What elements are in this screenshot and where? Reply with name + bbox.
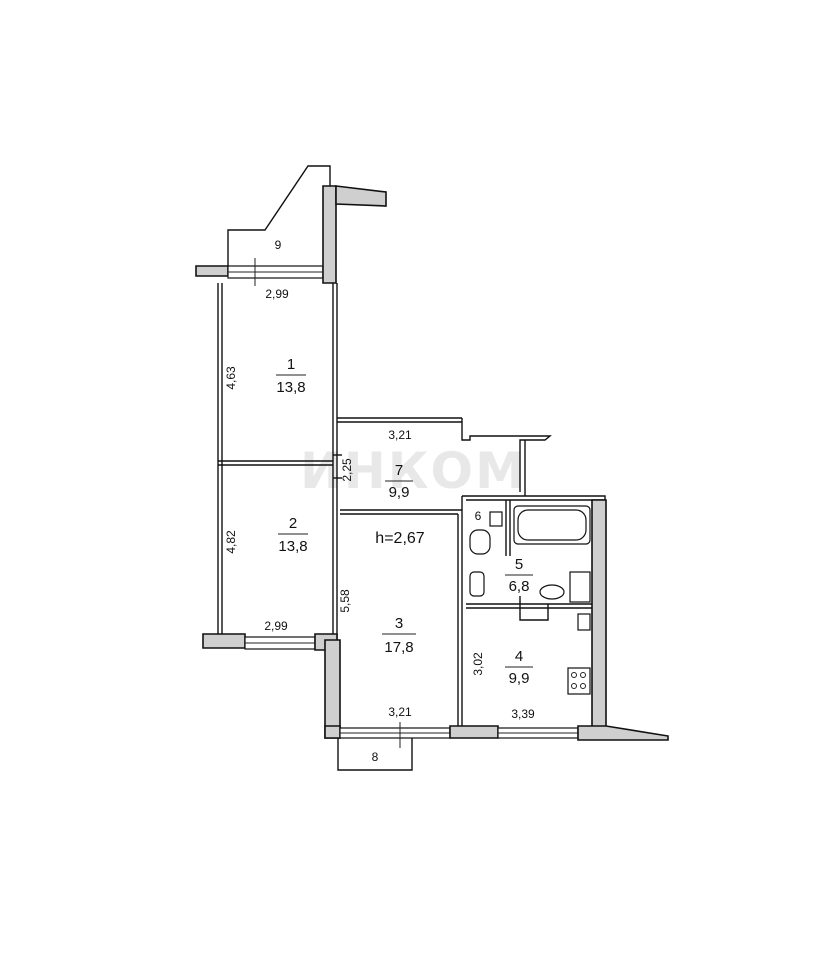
door-marks xyxy=(333,454,549,621)
dim-room1-length: 4,63 xyxy=(224,366,238,390)
stove-icon xyxy=(567,613,591,695)
room-5-number: 5 xyxy=(515,556,523,573)
room-7-area: 9,9 xyxy=(389,484,410,501)
room-3-area: 17,8 xyxy=(384,639,413,656)
room-4-number: 4 xyxy=(515,648,523,665)
bathroom-fixtures xyxy=(469,505,591,603)
dim-room4-depth: 3,02 xyxy=(471,652,485,676)
dim-room1-width: 2,99 xyxy=(265,287,289,301)
room-7-number: 7 xyxy=(395,462,403,479)
dim-room7-depth: 2,25 xyxy=(340,458,354,482)
room-1-number: 1 xyxy=(287,356,295,373)
toilet-icon xyxy=(469,529,491,555)
room-9-number: 9 xyxy=(275,238,282,252)
room-8-number: 8 xyxy=(372,750,379,764)
walls xyxy=(202,185,669,748)
dim-room4-width: 3,39 xyxy=(511,707,535,721)
balcony-9 xyxy=(195,165,331,286)
room-1-area: 13,8 xyxy=(276,379,305,396)
dim-room3-length: 5,58 xyxy=(338,589,352,613)
room-3-number: 3 xyxy=(395,615,403,632)
room-6-number: 6 xyxy=(475,509,482,523)
watermark: ИНКОМ xyxy=(300,442,527,500)
dim-room3-width: 3,21 xyxy=(388,705,412,719)
dim-room7-width: 3,21 xyxy=(388,428,412,442)
sink-icon xyxy=(469,571,485,597)
room-5-area: 6,8 xyxy=(509,578,530,595)
balcony-8 xyxy=(337,738,413,771)
room-2-area: 13,8 xyxy=(278,538,307,555)
dim-room2-length: 4,82 xyxy=(224,530,238,554)
ceiling-height: h=2,67 xyxy=(375,530,424,547)
room-4-area: 9,9 xyxy=(509,670,530,687)
washbasin-icon xyxy=(539,584,565,600)
room-2-number: 2 xyxy=(289,515,297,532)
dim-room2-width: 2,99 xyxy=(264,619,288,633)
